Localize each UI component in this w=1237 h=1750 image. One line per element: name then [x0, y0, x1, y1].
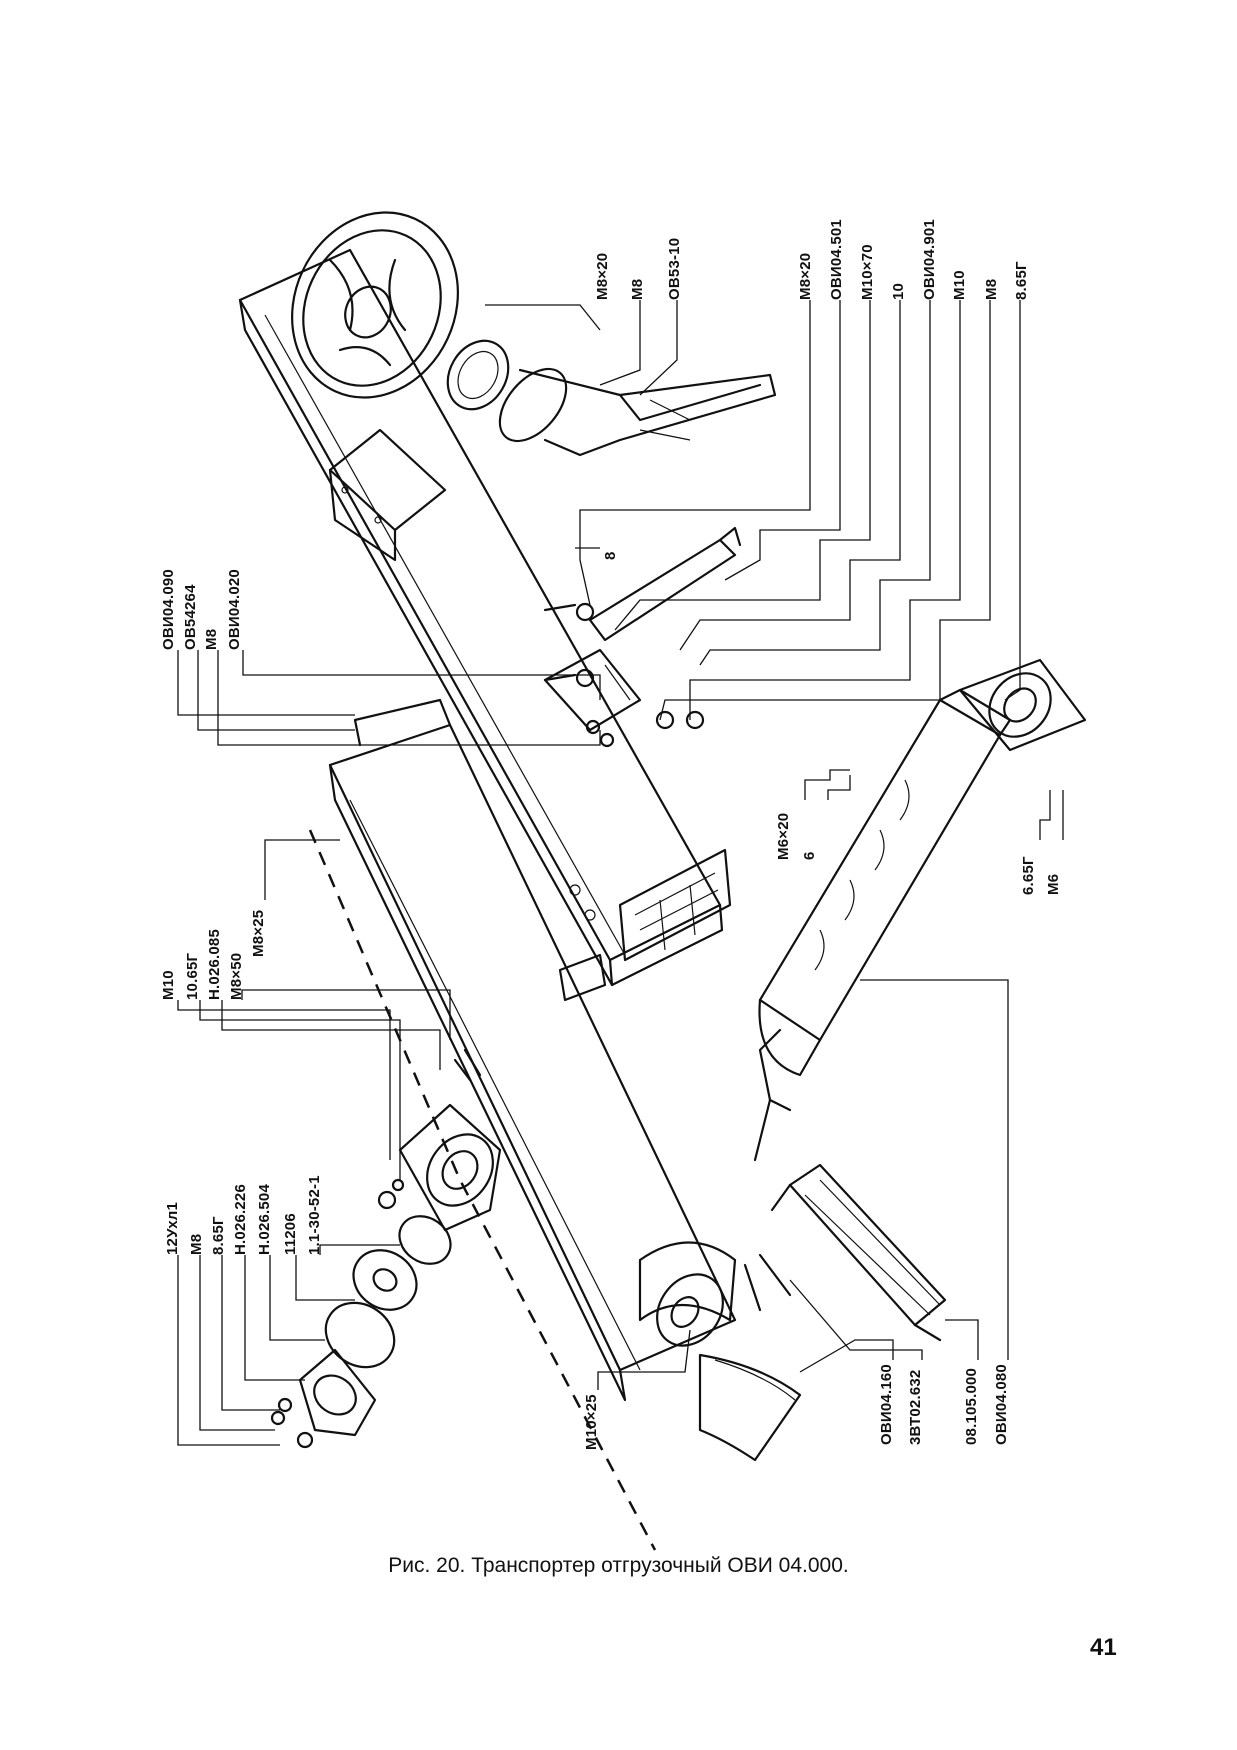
callout-label: OB53-10 — [666, 237, 683, 300]
lower-housing — [308, 698, 737, 1551]
callout-label: M10 — [951, 270, 968, 300]
callout-label: M8 — [203, 628, 220, 650]
callout-label: M8×20 — [797, 252, 814, 300]
callout-label: 10 — [890, 282, 907, 300]
callout-label: M6×20 — [775, 812, 792, 860]
chain — [758, 1163, 947, 1342]
callout-label: 6 — [801, 851, 818, 860]
callout-label: ОВИ04.080 — [993, 1364, 1010, 1445]
callout-label: ОВИ04.901 — [921, 219, 938, 300]
callout-label: ОВИ04.020 — [226, 569, 243, 650]
callout-label: 3ВТ02.632 — [907, 1369, 924, 1445]
callout-label: Н.026.504 — [256, 1183, 273, 1255]
callout-label: 08.105.000 — [963, 1367, 980, 1445]
callout-label: 1.1-30-52-1 — [306, 1175, 323, 1255]
callout-label: M8×50 — [228, 952, 245, 1000]
callout-label: 8.65Г — [1013, 261, 1030, 300]
callout-label: M10×70 — [859, 244, 876, 300]
callout-label: M10×25 — [583, 1394, 600, 1450]
bearing-assembly — [270, 1048, 502, 1449]
callout-label: M6 — [1045, 873, 1062, 895]
callout-label: ОВИ04.160 — [878, 1364, 895, 1445]
callout-label: M8 — [188, 1233, 205, 1255]
callout-label: 6.65Г — [1020, 856, 1037, 895]
callout-label: Н.026.085 — [206, 928, 223, 1000]
callout-label: ОВИ04.090 — [160, 569, 177, 650]
callout-label: ОВИ04.501 — [828, 219, 845, 300]
callout-label: M8×20 — [594, 252, 611, 300]
callout-label: M8 — [629, 278, 646, 300]
figure-caption: Рис. 20. Транспортер отгрузочный ОВИ 04.… — [388, 1554, 849, 1577]
callout-label: 10.65Г — [184, 952, 201, 1000]
callout-label: ОВ54264 — [182, 584, 199, 650]
discharge-chute — [498, 367, 777, 457]
pulley — [291, 211, 510, 411]
callout-label: M8×25 — [250, 909, 267, 957]
callout-label: 11206 — [282, 1213, 299, 1255]
callout-label: Н.026.226 — [232, 1183, 249, 1255]
callout-label: 8 — [602, 551, 619, 560]
guard-shield — [698, 1263, 802, 1462]
main-conveyor-tube — [238, 248, 732, 987]
callout-label: M10 — [160, 970, 177, 1000]
leader-lines — [177, 300, 1064, 1446]
support-bracket — [543, 526, 742, 748]
page-number: 41 — [1090, 1634, 1117, 1661]
callout-label: M8 — [983, 278, 1000, 300]
callout-label: 12Ухл1 — [164, 1201, 181, 1255]
callout-label: 8.65Г — [210, 1216, 227, 1255]
auger-housing — [753, 658, 1087, 1162]
